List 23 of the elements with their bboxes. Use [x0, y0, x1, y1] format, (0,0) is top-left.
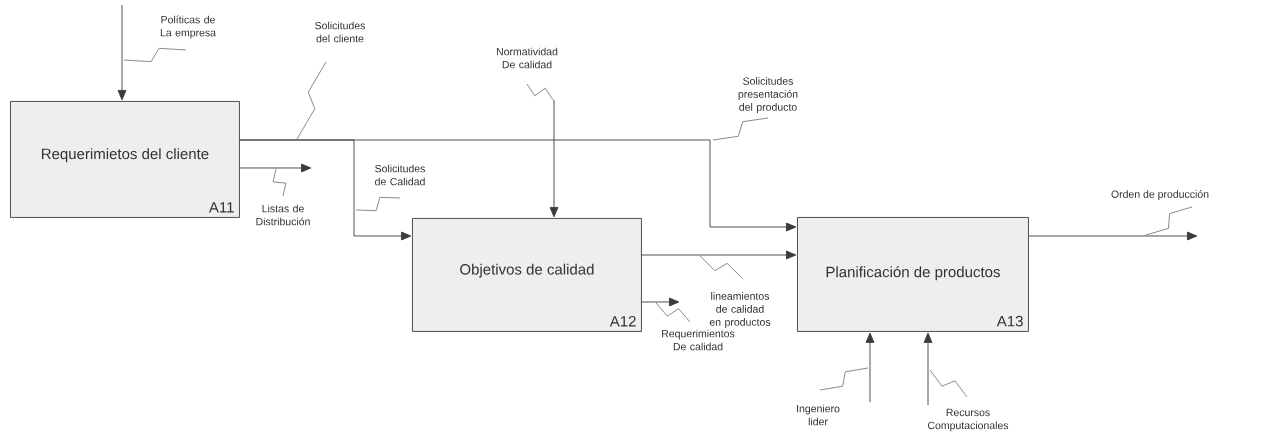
- process-box: Requerimietos del cliente A11: [10, 101, 240, 218]
- arrow: [1028, 231, 1198, 241]
- arrow: [549, 99, 559, 218]
- arrow: [239, 163, 312, 173]
- edge-label: Solicitudes de Calidad: [375, 164, 425, 186]
- edge-label: Requerimientos De calidad: [662, 329, 735, 351]
- edge-label: Políticas de La empresa: [160, 15, 216, 39]
- arrow: [923, 332, 933, 406]
- process-box: Planificación de productos A13: [797, 217, 1029, 332]
- edge-label: Ingeniero lider: [797, 404, 840, 426]
- edge-label: lineamientos de calidad en productos: [709, 292, 771, 328]
- edge-label: Orden de producción: [1111, 190, 1209, 200]
- arrow: [239, 139, 412, 241]
- line-label: Solicitudes del cliente: [315, 21, 365, 43]
- arrow: [641, 297, 680, 307]
- process-box: Objetivos de calidad A12: [412, 218, 642, 332]
- edge-label: Listas de Distribución: [256, 204, 310, 226]
- arrow: [641, 250, 797, 260]
- arrow: [865, 332, 875, 403]
- edge-label: Recursos Computacionales: [928, 408, 1009, 432]
- edge-label: Normatividad De calidad: [496, 47, 558, 69]
- arrow: [117, 4, 127, 101]
- edge-label: Solicitudes presentación del producto: [738, 77, 798, 113]
